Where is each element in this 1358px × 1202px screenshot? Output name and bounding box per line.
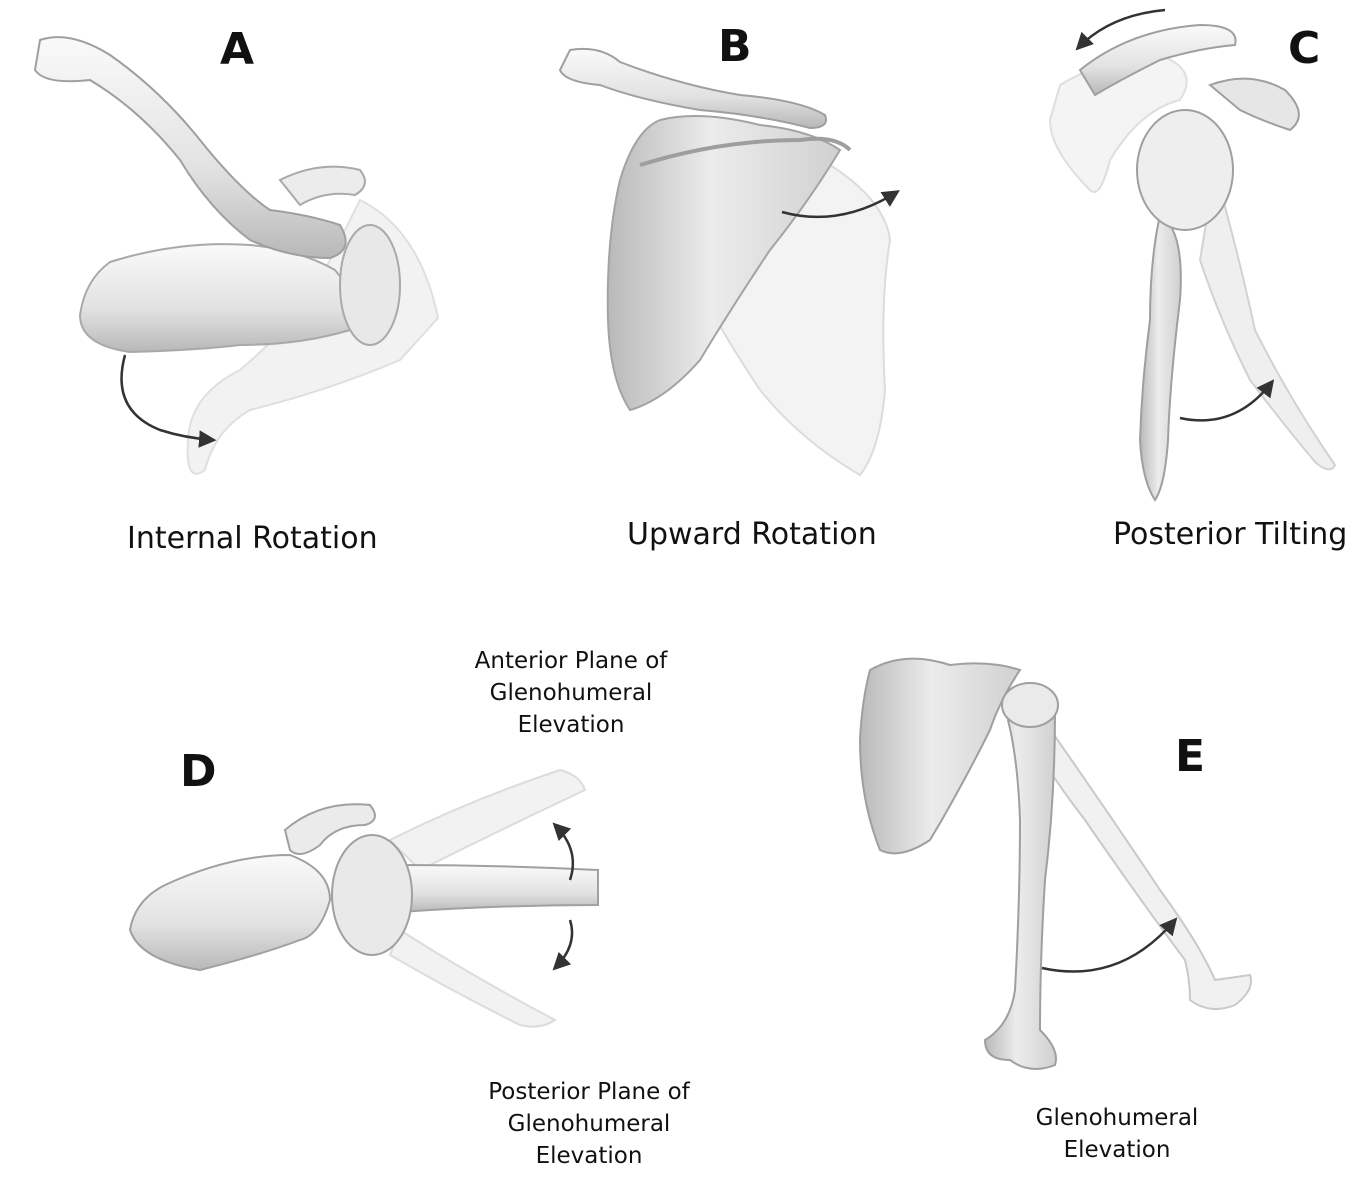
panel-a-clavicle [33, 36, 347, 260]
panel-a-caption: Internal Rotation [127, 521, 378, 556]
panel-c-letter: C [1288, 23, 1321, 74]
panel-a-scapula [78, 243, 354, 354]
panel-c-upper-arrow [1075, 8, 1166, 51]
panel-e-letter: E [1175, 731, 1206, 782]
panel-b-letter: B [718, 21, 752, 72]
panel-a-glenoid [339, 224, 401, 346]
panel-c-caption: Posterior Tilting [1113, 517, 1348, 552]
panel-e-caption: Glenohumeral Elevation [1036, 1102, 1199, 1166]
panel-c-ghost-scapula [1198, 169, 1337, 471]
panel-e-humerus [983, 705, 1057, 1070]
panel-d-posterior-arrow [552, 919, 574, 971]
panel-a-coracoid [278, 165, 366, 207]
panel-e-humeral-head [1001, 682, 1059, 728]
panel-c-scapula [1138, 213, 1182, 502]
panel-e-ghost-humerus [1023, 713, 1252, 1010]
panel-d-anterior-arrow [552, 822, 575, 881]
panel-e-scapula [858, 657, 1022, 855]
panel-b-scapular-spine [639, 136, 852, 167]
panel-d-posterior-label: Posterior Plane of Glenohumeral Elevatio… [488, 1076, 690, 1172]
panel-d-posterior-label-line-1: Posterior Plane of [488, 1079, 690, 1105]
panel-e-illustration [858, 657, 1252, 1070]
panel-c-lower-arrow [1179, 379, 1275, 422]
panel-d-letter: D [180, 746, 217, 797]
panel-b-clavicle [558, 47, 827, 130]
panel-c-illustration [1048, 8, 1337, 502]
panel-d-ghost-humerus-upper [388, 768, 587, 872]
panel-a-rotation-arrow [120, 354, 217, 448]
panel-d-humerus [399, 863, 599, 914]
panel-d-scapula [128, 853, 332, 972]
panel-b-illustration [558, 47, 900, 477]
panel-a-letter: A [220, 24, 255, 75]
panel-d-anterior-label: Anterior Plane of Glenohumeral Elevation [475, 645, 668, 741]
panel-d-anterior-label-line-3: Elevation [517, 712, 625, 738]
panel-e-caption-line-2: Elevation [1063, 1137, 1171, 1163]
panel-b-caption: Upward Rotation [627, 517, 877, 552]
panel-a-illustration [33, 36, 440, 475]
panel-b-scapula [606, 115, 842, 412]
panel-d-illustration [128, 768, 599, 1028]
panel-d-posterior-label-line-2: Glenohumeral [507, 1111, 671, 1137]
panel-c-glenoid [1136, 109, 1234, 231]
panel-e-elevation-arrow [1041, 917, 1178, 973]
panel-c-coracoid [1208, 77, 1300, 132]
panel-c-acromion [1078, 23, 1237, 97]
panel-d-ghost-humerus-lower [388, 928, 557, 1028]
panel-d-anterior-label-line-1: Anterior Plane of [474, 648, 668, 674]
panel-d-coracoid [283, 803, 376, 855]
panel-d-posterior-label-line-3: Elevation [535, 1143, 643, 1169]
panel-d-humeral-head [331, 834, 413, 956]
panel-b-rotation-arrow [781, 190, 900, 219]
panel-e-caption-line-1: Glenohumeral [1035, 1105, 1199, 1131]
panel-d-anterior-label-line-2: Glenohumeral [489, 680, 653, 706]
